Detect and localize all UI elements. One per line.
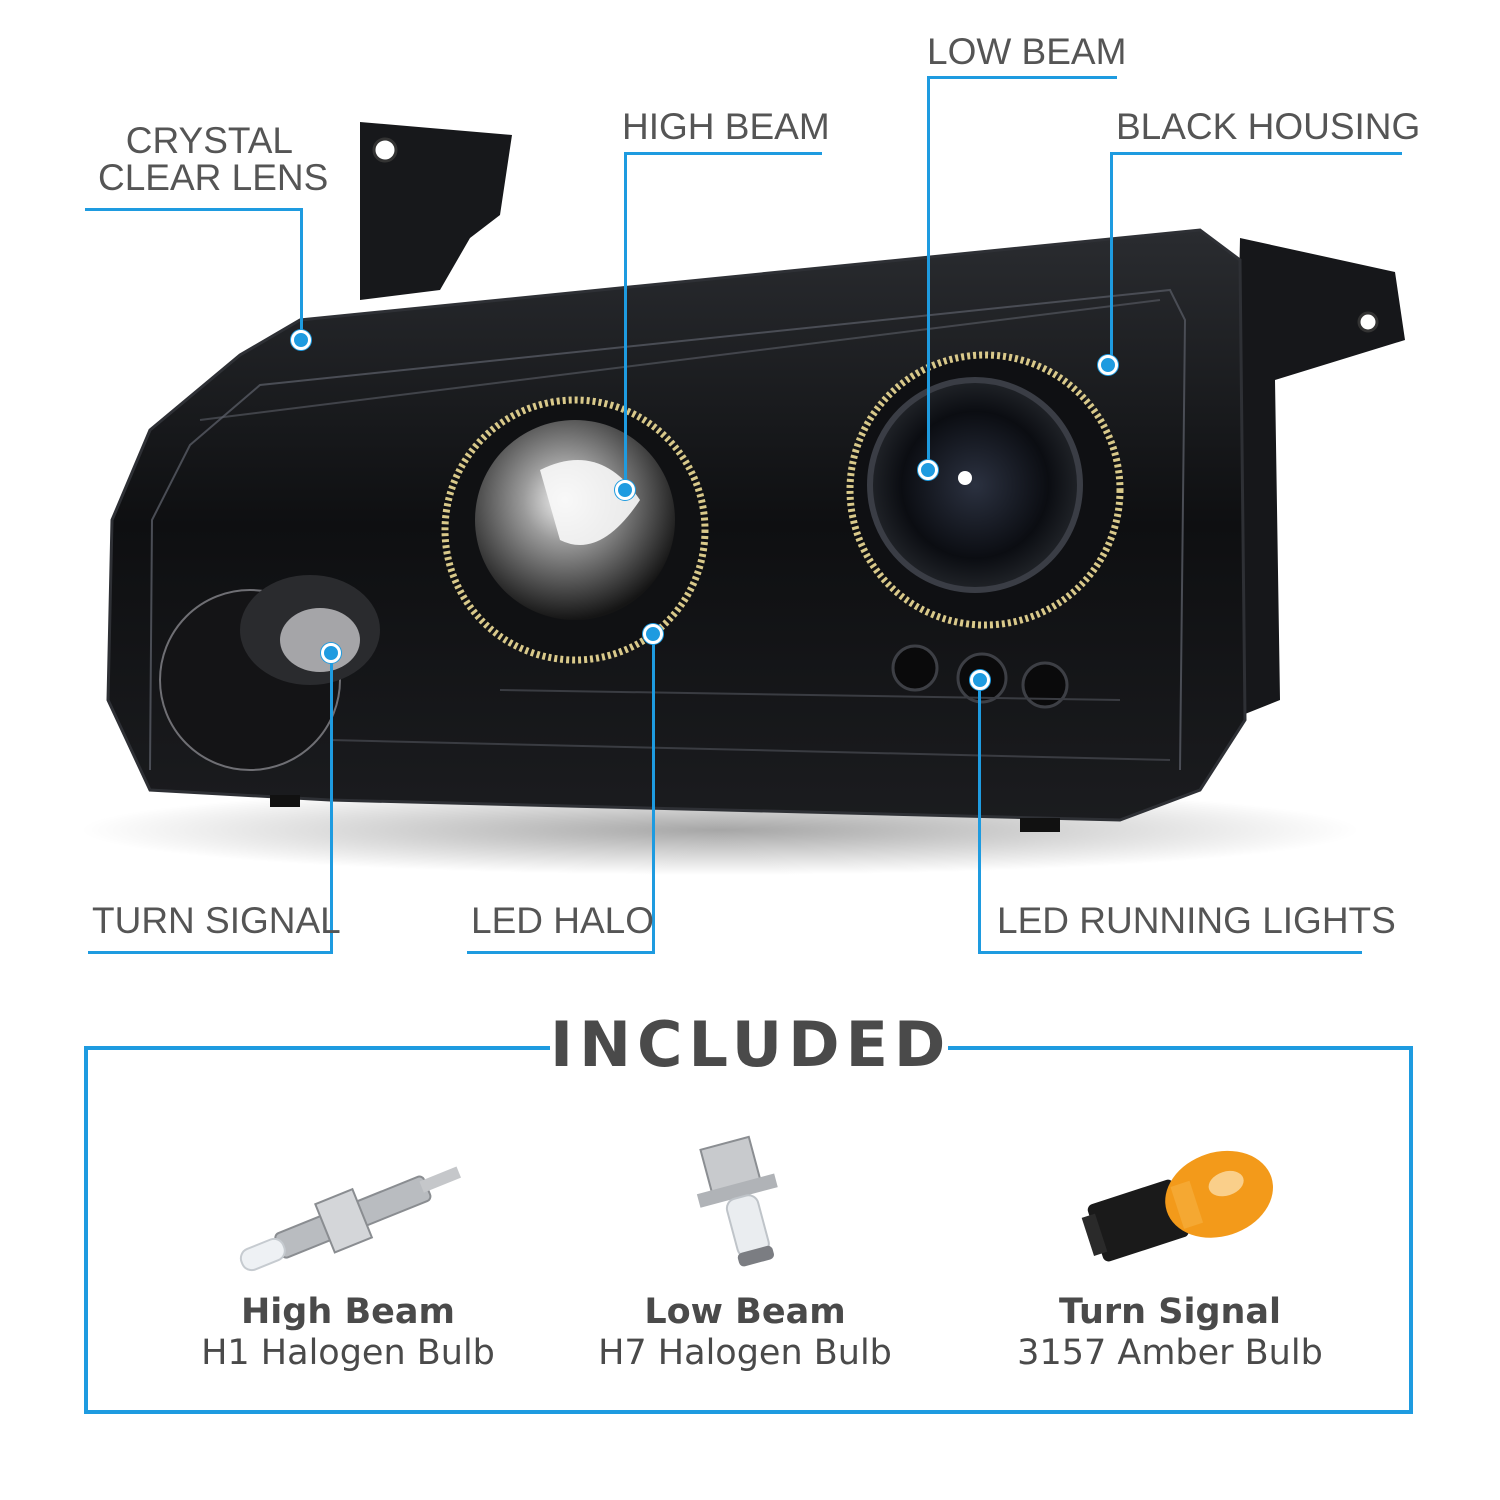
callout-dot-crystal bbox=[291, 330, 311, 350]
label-black-housing: BLACK HOUSING bbox=[1116, 106, 1421, 147]
included-title: INCLUDED bbox=[550, 1005, 948, 1085]
3157-amber-bulb-icon bbox=[990, 1110, 1350, 1280]
h1-bulb-icon bbox=[168, 1110, 528, 1280]
included-item-desc: H1 Halogen Bulb bbox=[201, 1333, 495, 1373]
leader-lowbeam-h bbox=[927, 76, 1117, 79]
label-turn-signal: TURN SIGNAL bbox=[92, 900, 341, 941]
leader-turn-h bbox=[88, 951, 333, 954]
label-low-beam: LOW BEAM bbox=[927, 31, 1127, 72]
label-led-running-lights: LED RUNNING LIGHTS bbox=[997, 900, 1396, 941]
callout-dot-highbeam bbox=[615, 480, 635, 500]
included-item-name: High Beam bbox=[241, 1292, 455, 1332]
leader-halo-v bbox=[652, 634, 655, 954]
low-beam-projector bbox=[867, 377, 1083, 593]
leader-running-v bbox=[978, 680, 981, 954]
leader-housing-h bbox=[1110, 152, 1402, 155]
leader-crystal-h bbox=[85, 208, 303, 211]
callout-dot-lowbeam bbox=[918, 460, 938, 480]
callout-dot-halo bbox=[643, 624, 663, 644]
included-item-desc: 3157 Amber Bulb bbox=[1017, 1333, 1323, 1373]
included-item-3157: Turn Signal 3157 Amber Bulb bbox=[990, 1110, 1350, 1374]
leader-housing-v bbox=[1110, 152, 1113, 365]
leader-running-h bbox=[978, 951, 1362, 954]
callout-dot-running bbox=[970, 670, 990, 690]
included-item-name: Turn Signal bbox=[1058, 1292, 1282, 1332]
included-item-h7: Low Beam H7 Halogen Bulb bbox=[565, 1110, 925, 1374]
included-item-h1: High Beam H1 Halogen Bulb bbox=[168, 1110, 528, 1374]
label-crystal-clear-lens: CRYSTAL CLEAR LENS bbox=[98, 120, 329, 198]
callout-dot-housing bbox=[1098, 355, 1118, 375]
mount-bracket-left bbox=[360, 122, 512, 300]
leader-turn-v bbox=[330, 653, 333, 954]
leader-highbeam-v bbox=[624, 152, 627, 490]
leader-halo-h bbox=[467, 951, 655, 954]
running-light-pod bbox=[1021, 661, 1069, 709]
label-led-halo: LED HALO bbox=[471, 900, 655, 941]
label-high-beam: HIGH BEAM bbox=[622, 106, 830, 147]
included-item-name: Low Beam bbox=[644, 1292, 846, 1332]
leader-lowbeam-v bbox=[927, 76, 930, 470]
mount-bracket-right bbox=[1230, 238, 1405, 720]
callout-dot-turn bbox=[321, 643, 341, 663]
leader-highbeam-h bbox=[624, 152, 822, 155]
h7-bulb-icon bbox=[565, 1110, 925, 1280]
included-item-desc: H7 Halogen Bulb bbox=[598, 1333, 892, 1373]
leader-crystal-v bbox=[300, 208, 303, 341]
running-light-pod bbox=[891, 644, 939, 692]
